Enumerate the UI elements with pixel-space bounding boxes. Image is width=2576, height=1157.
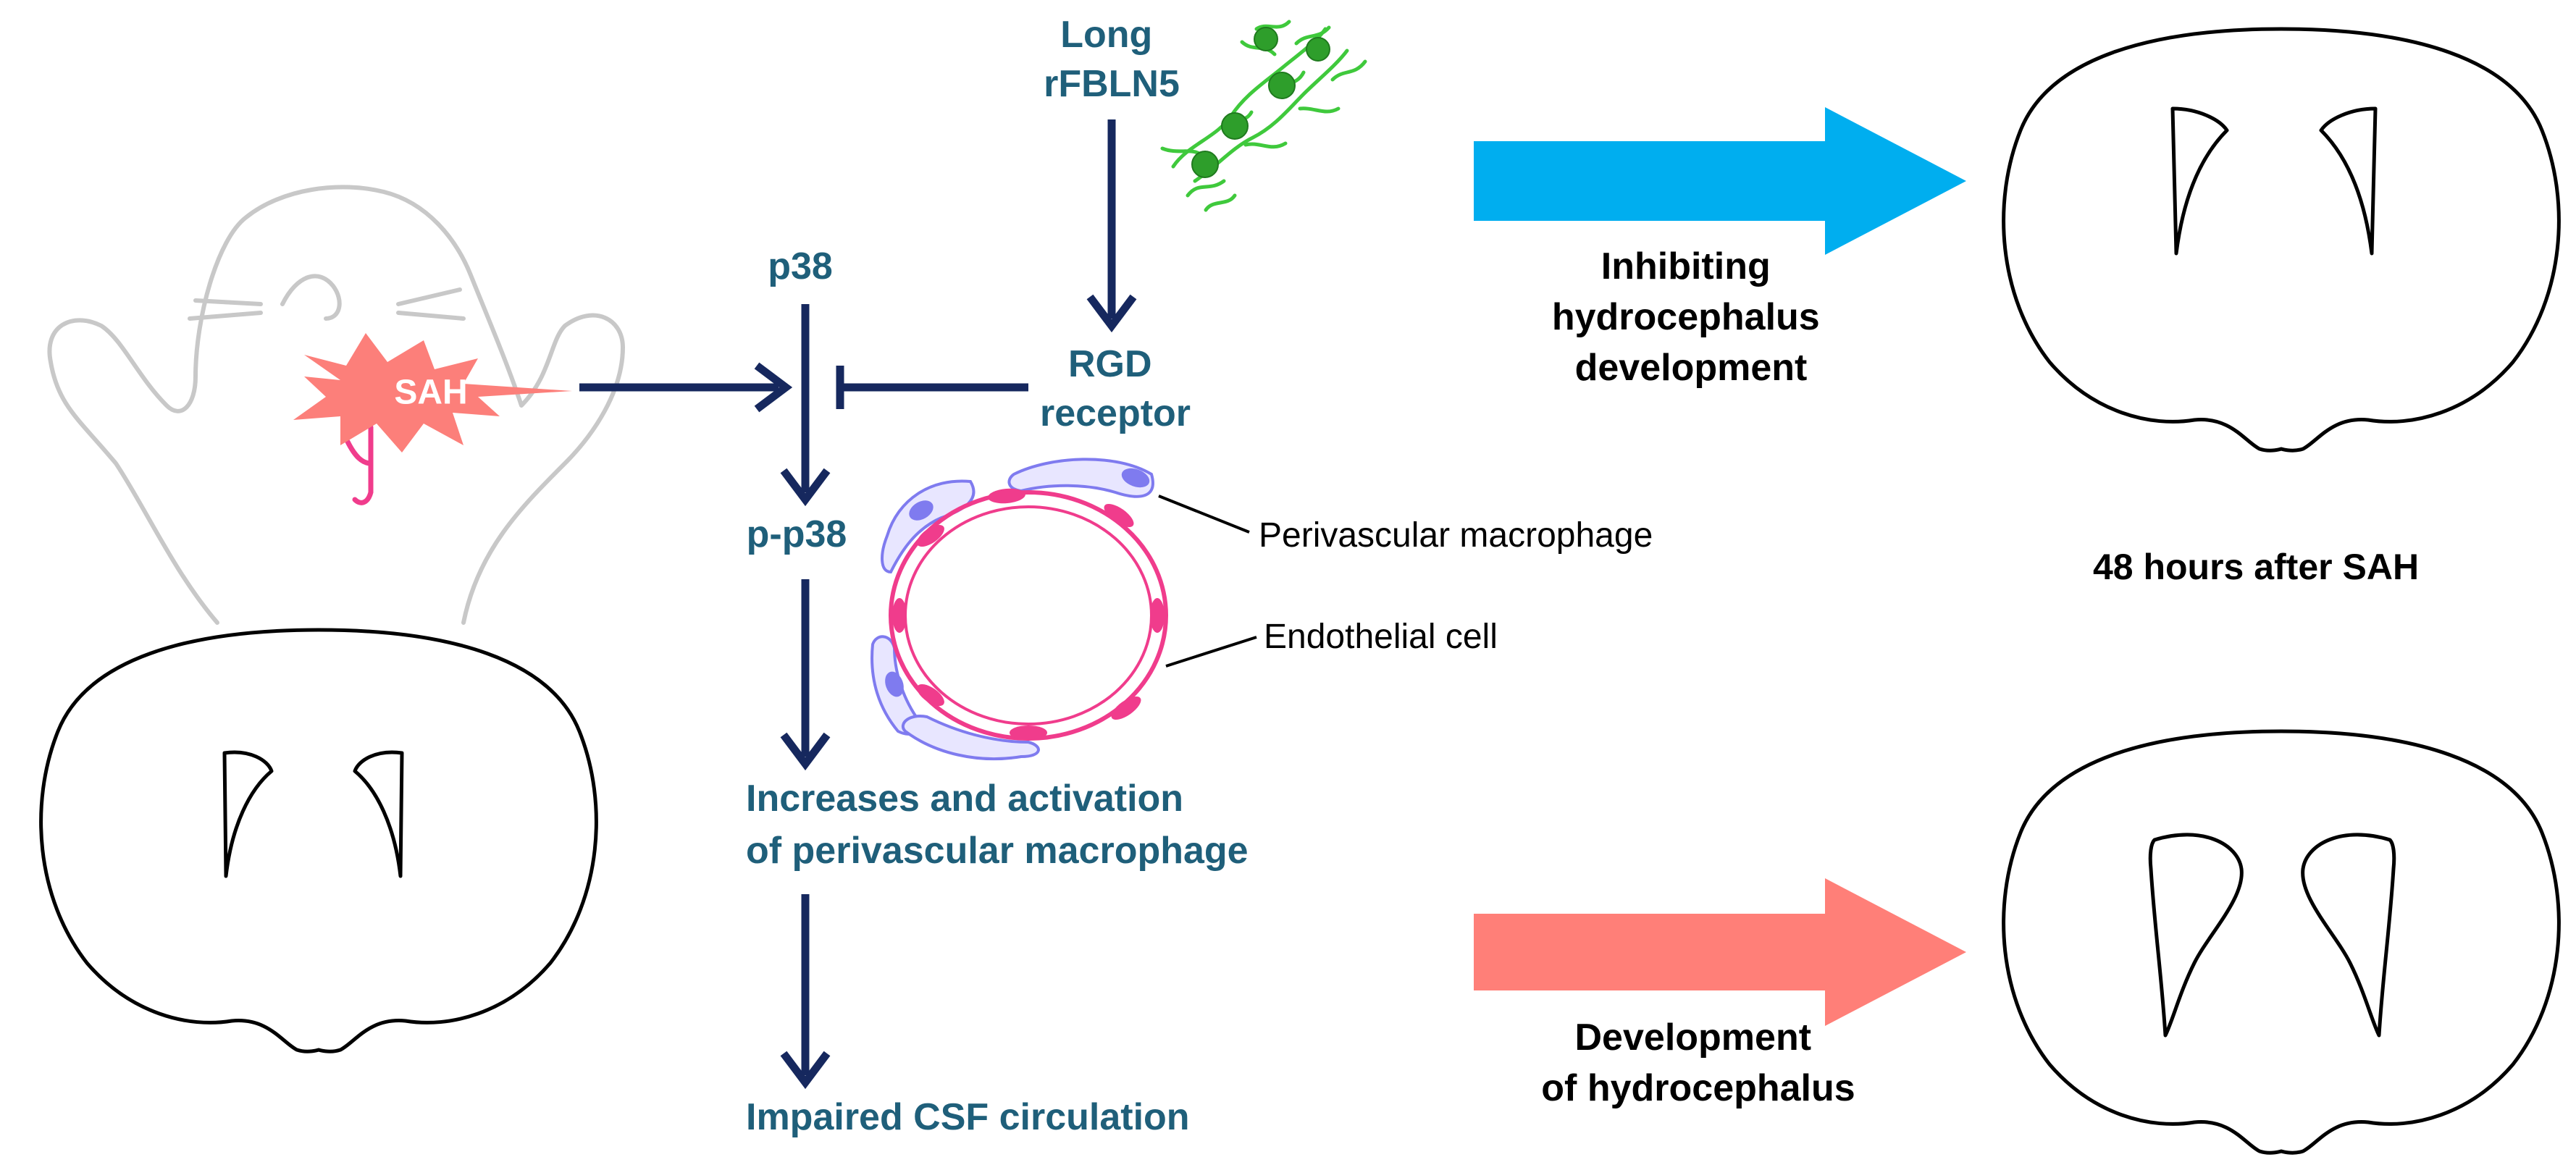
long-rfbln5-label: Long rFBLN5 <box>1044 14 1180 105</box>
brain-section-sah <box>39 628 598 1053</box>
left-ventricle <box>222 750 274 878</box>
development-outcome-arrow <box>1474 878 1966 1026</box>
arrow-p38-to-pp38-head <box>780 468 831 507</box>
rgd-receptor-label: RGD receptor <box>1040 343 1191 434</box>
inhibiting-outcome-label: Inhibiting hydrocephalus development <box>1552 245 1830 389</box>
arrow-increases-to-impaired-head <box>780 1051 831 1090</box>
inhibit-outcome-arrow <box>1474 107 1966 255</box>
left-ventricle <box>2170 106 2229 256</box>
right-ventricle-enlarged <box>2301 833 2396 1038</box>
left-ventricle-enlarged <box>2148 833 2244 1038</box>
rfbln5-protein-icon <box>1160 20 1367 212</box>
right-ventricle <box>2319 106 2378 256</box>
p38-label: p38 <box>768 245 833 287</box>
leader-endothelial <box>1165 636 1257 668</box>
pathway-arrows <box>579 119 1137 1090</box>
impaired-csf-label: Impaired CSF circulation <box>746 1096 1190 1138</box>
arrow-rfbln5-to-rgd-head <box>1086 294 1137 333</box>
sah-lesion-mark <box>345 424 374 505</box>
arrow-pp38-to-increases-head <box>780 732 831 771</box>
mouse-illustration <box>47 185 625 625</box>
right-ventricle <box>353 750 404 878</box>
p-p38-label: p-p38 <box>747 513 847 555</box>
blood-vessel-illustration <box>870 458 1257 761</box>
brain-section-hydrocephalus <box>2002 729 2561 1155</box>
brain-section-inhibited <box>2002 27 2561 453</box>
development-outcome-label: Development of hydrocephalus <box>1541 1017 1855 1109</box>
increases-label: Increases and activation of perivascular… <box>746 778 1249 872</box>
endothelial-cell-label: Endothelial cell <box>1264 618 1498 656</box>
sah-label: SAH <box>394 374 467 412</box>
leader-macrophage <box>1158 495 1250 534</box>
macrophage <box>901 715 1040 761</box>
arrow-sah-to-p38-head <box>754 362 793 413</box>
sah-burst: SAH <box>293 333 572 453</box>
timepoint-label: 48 hours after SAH <box>2093 547 2419 587</box>
perivascular-macrophage-label: Perivascular macrophage <box>1259 516 1653 555</box>
